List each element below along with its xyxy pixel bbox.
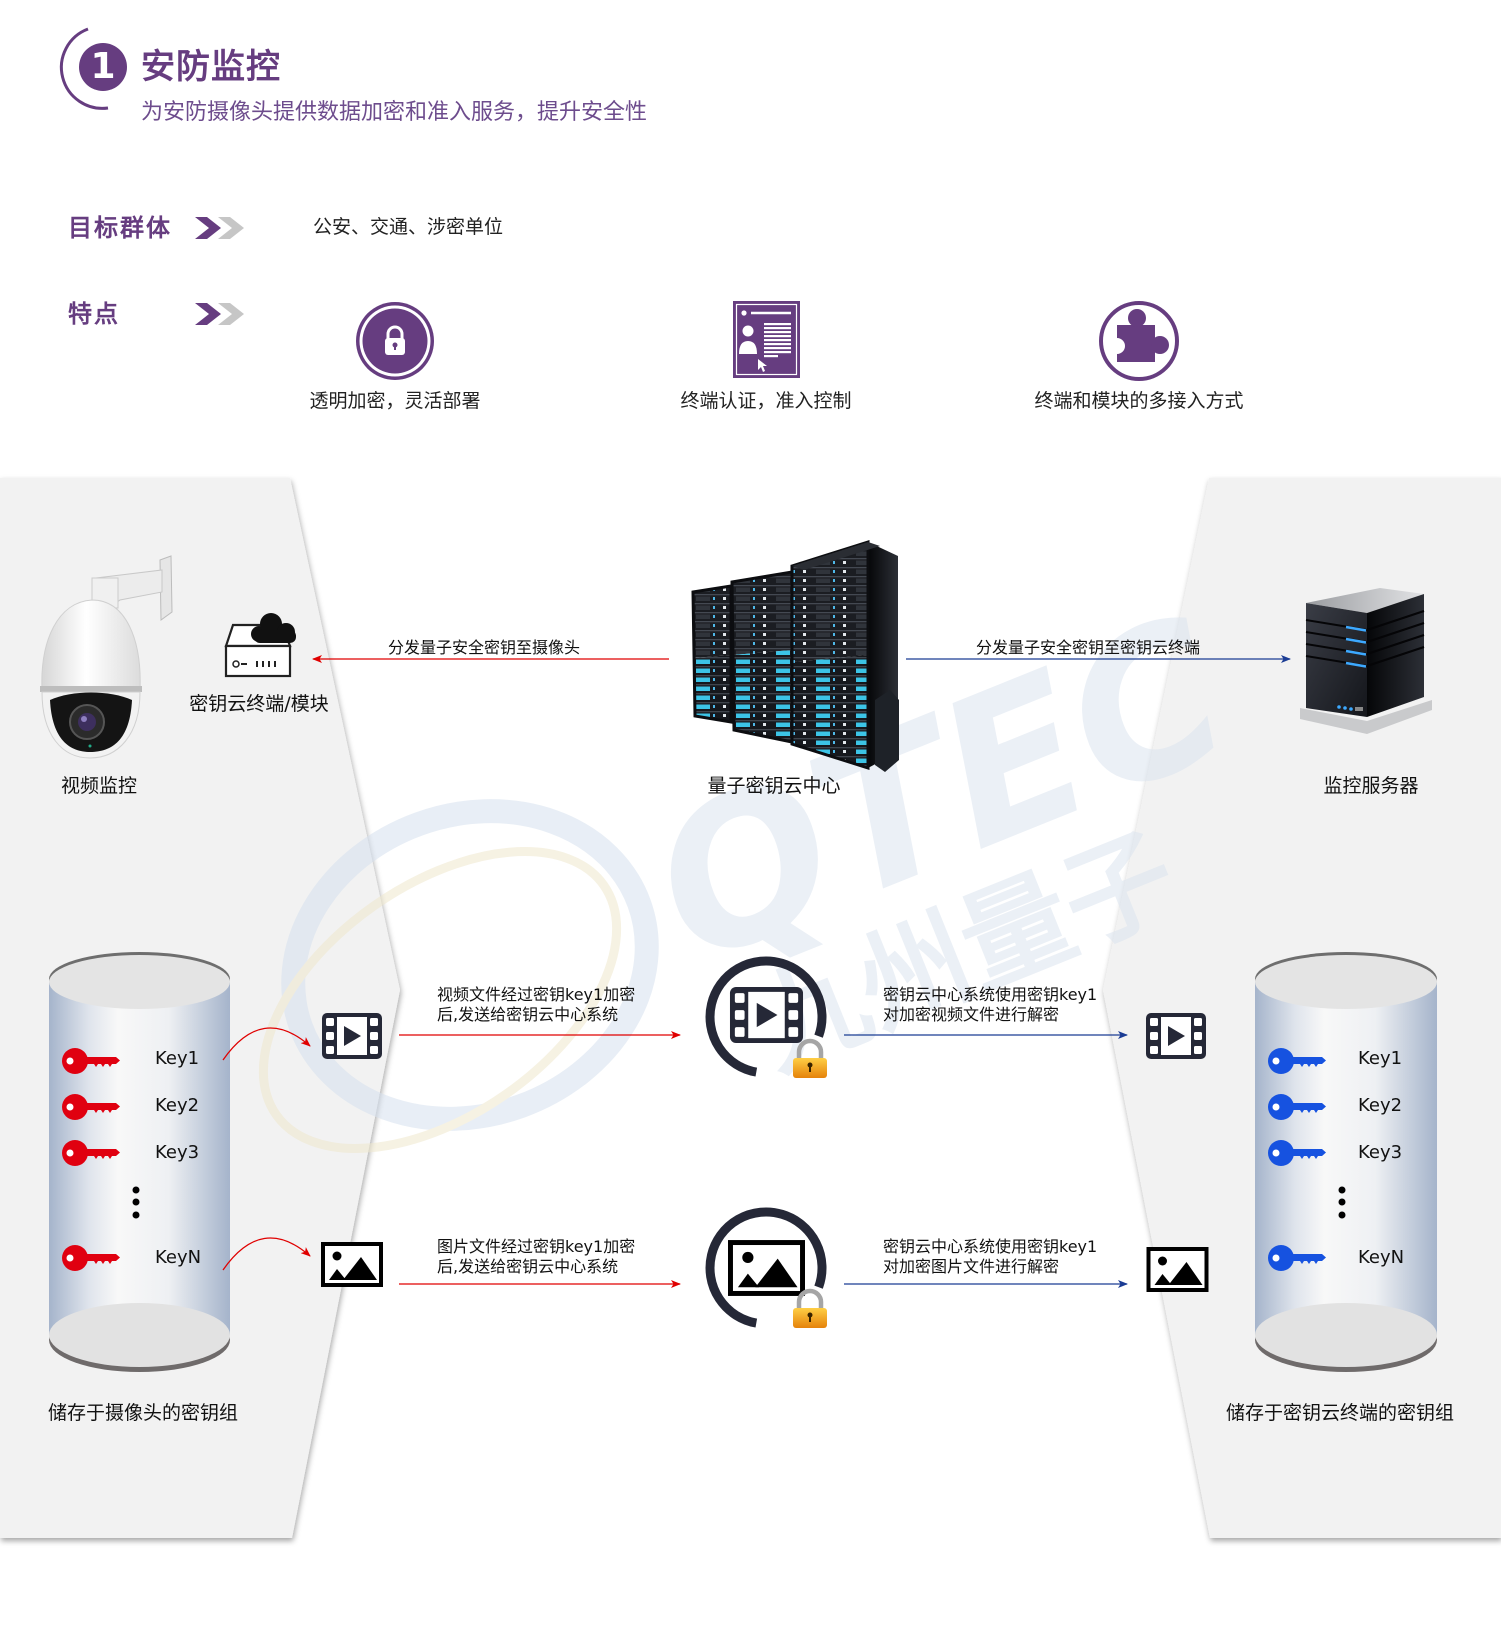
ellipsis-dots-icon [1338,1186,1346,1219]
encrypted-image-icon [705,1207,827,1328]
feature-label-terminal-auth: 终端认证，准入控制 [680,390,852,412]
puzzle-icon [1099,301,1179,381]
left-key-label: Key3 [155,1142,200,1163]
server-rack-2 [730,570,794,744]
arrow-to-camera-label: 分发量子安全密钥至摄像头 [387,638,581,657]
right-key-label: Key1 [1358,1048,1403,1069]
left-key-storage-cylinder [49,952,230,1372]
video-file-icon [1146,1013,1206,1059]
image-decrypt-line-1: 密钥云中心系统使用密钥key1 [883,1237,1098,1256]
page-title: 安防监控 [141,47,281,87]
server-rack-icon [691,539,899,772]
video-decrypt-line-1: 密钥云中心系统使用密钥key1 [883,985,1098,1004]
left-key-label: Key2 [155,1095,200,1116]
right-key-group-caption: 储存于密钥云终端的密钥组 [1225,1402,1455,1424]
image-decrypt-line-2: 对加密图片文件进行解密 [883,1257,1060,1276]
section-number: 1 [90,46,116,87]
image-decrypt-text: 密钥云中心系统使用密钥key1 对加密图片文件进行解密 [883,1237,1097,1277]
double-chevron-icon [195,217,244,239]
padlock-icon [793,1038,827,1078]
left-key-group-caption: 储存于摄像头的密钥组 [47,1402,239,1424]
section-number-badge [79,43,127,91]
left-key-label: KeyN [155,1247,202,1268]
image-encrypt-text: 图片文件经过密钥key1加密 后,发送给密钥云中心系统 [437,1237,635,1277]
camera-icon [40,555,173,759]
cloud-icon [251,613,296,643]
page-subtitle: 为安防摄像头提供数据加密和准入服务，提升安全性 [141,100,648,125]
right-key-label: Key3 [1358,1142,1403,1163]
cloud-terminal-icon [224,613,296,678]
arrow-key1-to-video [222,1027,311,1061]
target-group-label: 目标群体 [68,214,172,242]
encrypted-video-icon [705,956,827,1078]
video-decrypt-text: 密钥云中心系统使用密钥key1 对加密视频文件进行解密 [883,985,1097,1025]
left-key-label: Key1 [155,1048,200,1069]
watermark-logo-ring [281,799,659,1131]
arrow-to-terminal-label: 分发量子安全密钥至密钥云终端 [975,638,1201,657]
image-encrypt-line-2: 后,发送给密钥云中心系统 [437,1257,619,1276]
arrow-keyn-to-image [222,1237,311,1271]
video-file-icon [322,1013,382,1059]
camera-label: 视频监控 [60,775,138,797]
feature-label-multi-access: 终端和模块的多接入方式 [1034,390,1244,412]
terminal-label: 密钥云终端/模块 [189,693,329,715]
section-number-arc [59,27,109,110]
server-rack-3 [790,539,899,772]
right-key-storage-cylinder [1255,952,1437,1372]
image-encrypt-line-1: 图片文件经过密钥key1加密 [437,1237,636,1256]
padlock-icon [793,1288,827,1328]
image-file-icon [1149,1249,1207,1290]
target-group-value: 公安、交通、涉密单位 [313,216,504,238]
feature-label-transparent-encryption: 透明加密，灵活部署 [309,390,481,412]
right-key-label: Key2 [1358,1095,1403,1116]
lock-icon [356,302,434,380]
server-icon [1300,588,1432,734]
video-decrypt-line-2: 对加密视频文件进行解密 [883,1005,1060,1024]
id-card-icon [733,301,800,378]
video-encrypt-line-1: 视频文件经过密钥key1加密 [437,985,636,1004]
video-encrypt-line-2: 后,发送给密钥云中心系统 [437,1005,619,1024]
cloud-center-label: 量子密钥云中心 [707,775,841,797]
video-encrypt-text: 视频文件经过密钥key1加密 后,发送给密钥云中心系统 [437,985,635,1025]
double-chevron-icon [195,303,244,325]
server-rack-1 [691,584,733,724]
monitor-server-label: 监控服务器 [1323,775,1419,797]
image-file-icon [321,1242,383,1287]
right-key-label: KeyN [1358,1247,1405,1268]
ellipsis-dots-icon [132,1186,140,1219]
watermark-logo-swoosh [258,847,622,1153]
features-label: 特点 [68,300,120,328]
